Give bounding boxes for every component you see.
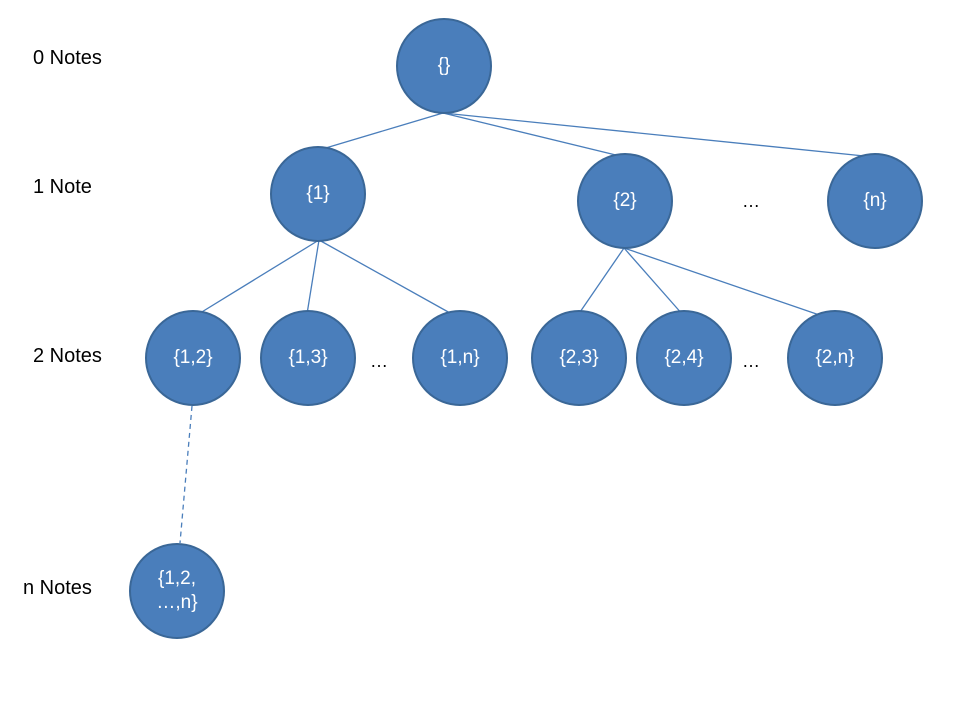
edge-set-2-to-set-2-3 [577,247,625,316]
edge-set-1-to-set-1-3 [306,239,320,315]
node-set-2-n[interactable]: {2,n} [787,310,883,406]
node-set-2[interactable]: {2} [577,153,673,249]
node-set-full[interactable]: {1,2, …,n} [129,543,225,639]
edge-set-1-to-set-1-n [318,239,460,319]
row-label-0-notes: 0 Notes [33,47,102,69]
edge-set-1-to-set-1-2 [191,239,320,319]
ellipsis-row-2-right: … [742,351,760,371]
node-empty-set[interactable]: {} [396,18,492,114]
row-label-n-notes: n Notes [23,577,92,599]
node-set-1-3[interactable]: {1,3} [260,310,356,406]
node-set-1[interactable]: {1} [270,146,366,242]
node-set-1-2[interactable]: {1,2} [145,310,241,406]
row-label-2-notes: 2 Notes [33,345,102,367]
ellipsis-row-1: … [742,191,760,211]
node-set-2-3[interactable]: {2,3} [531,310,627,406]
edge-root-to-set-1 [318,112,444,151]
edge-set-2-to-set-2-4 [623,247,684,316]
node-set-n[interactable]: {n} [827,153,923,249]
row-label-1-note: 1 Note [33,176,92,198]
node-set-2-4[interactable]: {2,4} [636,310,732,406]
edge-set-1-2-to-set-full [179,405,193,544]
node-set-1-n[interactable]: {1,n} [412,310,508,406]
edge-root-to-set-2 [442,112,625,158]
edge-set-2-to-set-2-n [623,247,835,321]
edge-root-to-set-n [442,112,875,158]
ellipsis-row-2-left: … [370,351,388,371]
